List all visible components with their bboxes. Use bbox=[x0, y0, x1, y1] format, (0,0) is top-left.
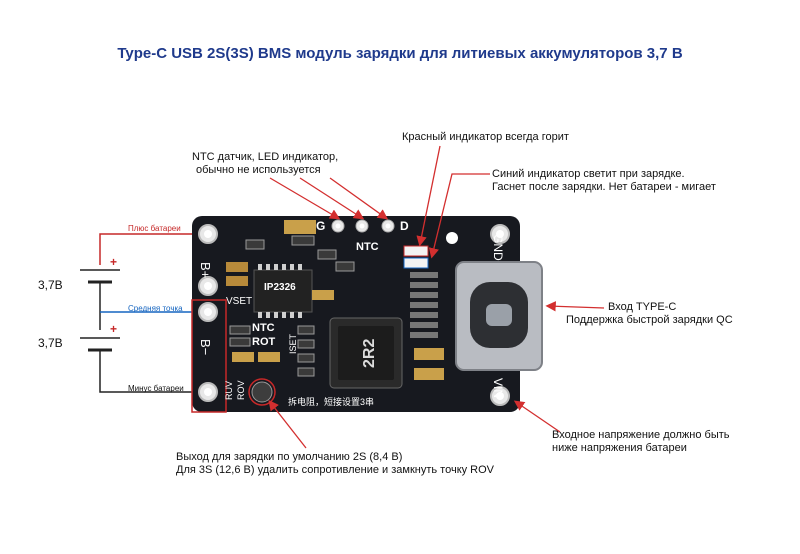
pcb-board bbox=[191, 216, 543, 413]
capacitor-top bbox=[284, 220, 316, 234]
silk-gnd: GND bbox=[491, 234, 505, 261]
cell1-plus-sign: + bbox=[110, 255, 118, 269]
typec-note-line1: Вход TYPE-C bbox=[608, 301, 677, 313]
silk-d: D bbox=[400, 219, 409, 233]
vin-note-line2: ниже напряжения батареи bbox=[552, 442, 687, 454]
blue-led-note-line1: Синий индикатор светит при зарядке. bbox=[492, 168, 685, 180]
plus-battery-label: Плюс батареи bbox=[128, 224, 181, 233]
inductor-label: 2R2 bbox=[361, 339, 378, 368]
output-note-line1: Выход для зарядки по умолчанию 2S (8,4 В… bbox=[176, 451, 403, 463]
silk-chinese: 拆电阻，短接设置3串 bbox=[288, 396, 374, 407]
arrow-ntc-d bbox=[329, 177, 389, 220]
typec-note-line2: Поддержка быстрой зарядки QC bbox=[566, 314, 733, 326]
silk-g: G bbox=[316, 219, 325, 233]
plus-wire bbox=[99, 233, 208, 265]
minus-wire bbox=[99, 350, 208, 393]
bminus-highlight bbox=[191, 299, 227, 413]
arrow-typec bbox=[545, 301, 605, 312]
silk-bplus: B+ bbox=[198, 262, 213, 278]
arrow-vin bbox=[513, 400, 561, 433]
cell1-voltage: 3,7В bbox=[38, 278, 63, 292]
smd-components bbox=[226, 235, 444, 380]
led-blue bbox=[403, 257, 429, 269]
blue-led-note-line2: Гаснет после зарядки. Нет батареи - мига… bbox=[492, 181, 716, 193]
vin-note-line1: Входное напряжение должно быть bbox=[552, 429, 730, 441]
arrow-rov bbox=[268, 399, 307, 449]
silk-ntc: NTC bbox=[252, 322, 275, 334]
silkscreen: B+ B− VSET NTC ROT NTC G D GND VIN RUV R… bbox=[198, 219, 505, 407]
silk-ruv: RUV bbox=[224, 381, 234, 400]
silk-rot: ROT bbox=[252, 336, 276, 348]
silk-iset: ISET bbox=[288, 333, 298, 354]
arrow-ntc-g bbox=[269, 177, 341, 220]
minus-battery-label: Минус батареи bbox=[128, 384, 184, 393]
chip-ip2326 bbox=[253, 269, 313, 313]
arrow-blue-led bbox=[428, 173, 490, 259]
silk-bminus: B− bbox=[198, 339, 213, 355]
mid-point-label: Средняя точка bbox=[128, 304, 183, 313]
page-title: Type-C USB 2S(3S) BMS модуль зарядки для… bbox=[117, 45, 683, 62]
mount-hole bbox=[446, 232, 458, 244]
red-led-note: Красный индикатор всегда горит bbox=[402, 131, 569, 143]
silk-rov: ROV bbox=[236, 380, 246, 400]
cell2-plus-sign: + bbox=[110, 322, 118, 336]
cell2-voltage: 3,7В bbox=[38, 336, 63, 350]
rov-resistor bbox=[251, 381, 273, 403]
battery-wiring bbox=[80, 233, 208, 393]
chip-label: IP2326 bbox=[264, 282, 296, 293]
annotation-arrows bbox=[268, 145, 605, 449]
pad-bplus-hole bbox=[204, 230, 212, 238]
arrow-ntc-ntc bbox=[299, 177, 365, 220]
silk-vin: VIN bbox=[491, 378, 505, 398]
ntc-note-line1: NTC датчик, LED индикатор, bbox=[192, 151, 339, 163]
ntc-note-line2: обычно не используется bbox=[196, 164, 321, 176]
silk-vset: VSET bbox=[226, 296, 252, 307]
led-red bbox=[403, 245, 429, 257]
arrow-red-led bbox=[416, 145, 441, 247]
output-note-line2: Для 3S (12,6 В) удалить сопротивление и … bbox=[176, 464, 495, 476]
silk-ntc-top: NTC bbox=[356, 241, 379, 253]
